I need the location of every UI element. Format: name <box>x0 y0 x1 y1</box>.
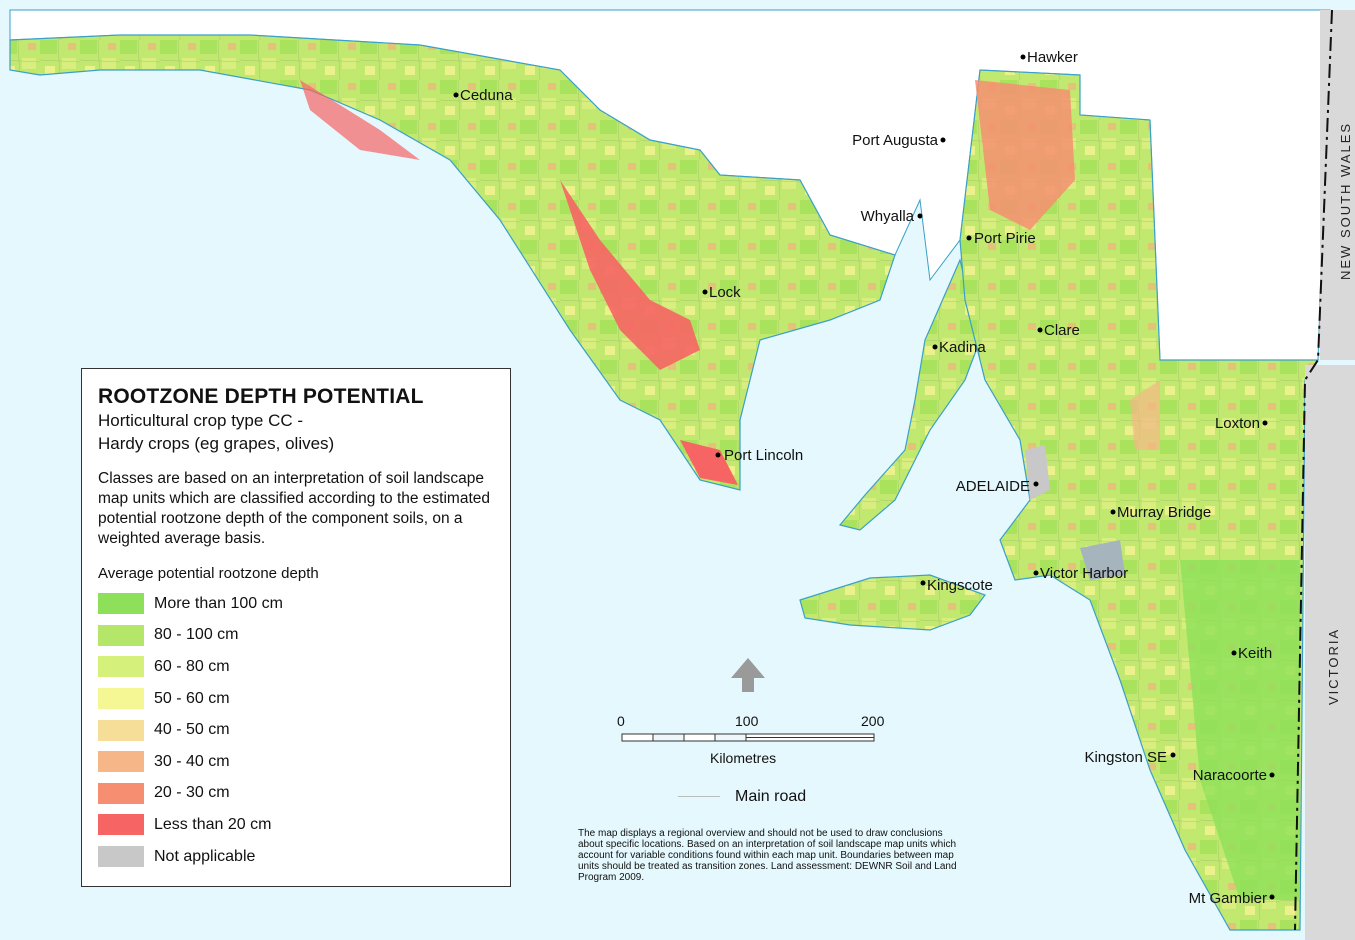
town-label: Port Augusta <box>852 132 939 149</box>
town-label: Murray Bridge <box>1117 504 1211 521</box>
scale-unit: Kilometres <box>710 750 777 766</box>
vic-label: VICTORIA <box>1326 628 1341 705</box>
town-label: Port Pirie <box>974 230 1036 247</box>
legend-subtitle-2: Hardy crops (eg grapes, olives) <box>98 434 335 453</box>
legend-class-label: 30 - 40 cm <box>154 752 230 770</box>
scale-bar <box>621 733 875 742</box>
town-label: Ceduna <box>460 87 513 104</box>
nsw-label: NEW SOUTH WALES <box>1338 122 1353 280</box>
legend-class-label: 60 - 80 cm <box>154 657 230 675</box>
town-label: Whyalla <box>861 208 915 225</box>
legend-class-label: More than 100 cm <box>154 594 283 612</box>
legend-panel: ROOTZONE DEPTH POTENTIAL Horticultural c… <box>81 368 511 887</box>
legend-swatch <box>98 814 144 836</box>
legend-class-label: 50 - 60 cm <box>154 689 230 707</box>
legend-class-label: Less than 20 cm <box>154 815 272 833</box>
town-label: Loxton <box>1215 415 1260 432</box>
legend-swatch <box>98 688 144 710</box>
scale-tick-0: 0 <box>617 713 625 729</box>
shallow-zone-coast <box>300 80 420 160</box>
adelaide-metro <box>1025 445 1050 500</box>
legend-heading: Average potential rootzone depth <box>98 565 319 582</box>
legend-class-row: 20 - 30 cm <box>98 778 494 810</box>
lake-alexandrina <box>1080 540 1125 580</box>
vic-strip <box>1305 365 1355 940</box>
legend-class-row: Not applicable <box>98 841 494 873</box>
legend-class-row: 50 - 60 cm <box>98 683 494 715</box>
town-label: Lock <box>709 284 741 301</box>
scale-tick-200: 200 <box>861 713 885 729</box>
legend-class-label: 80 - 100 cm <box>154 626 239 644</box>
legend-class-row: 40 - 50 cm <box>98 714 494 746</box>
legend-swatch <box>98 593 144 615</box>
town-label: Hawker <box>1027 49 1078 66</box>
shallow-zone-lincoln <box>680 440 738 485</box>
eyre-peninsula <box>9 34 896 491</box>
legend-swatch <box>98 751 144 773</box>
legend-swatch <box>98 846 144 868</box>
town-label: Naracoorte <box>1193 767 1267 784</box>
yorke-peninsula <box>838 258 981 531</box>
kangaroo-island <box>799 574 986 631</box>
legend-class-label: 20 - 30 cm <box>154 784 230 802</box>
legend-swatch <box>98 719 144 741</box>
legend-classes: More than 100 cm 80 - 100 cm 60 - 80 cm 50 … <box>98 588 494 872</box>
town-markers: Hawker Ceduna Port Augusta Whyalla Port … <box>453 49 1275 907</box>
town-label: Keith <box>1238 645 1272 662</box>
deep-zone-southeast <box>1180 560 1300 900</box>
town-label: Kingston SE <box>1084 749 1167 766</box>
north-arrow-icon <box>731 658 765 692</box>
town-label: Port Lincoln <box>724 447 803 464</box>
legend-subtitle-1: Horticultural crop type CC - <box>98 411 304 430</box>
town-label: ADELAIDE <box>956 478 1030 495</box>
legend-class-label: 40 - 50 cm <box>154 721 230 739</box>
town-label: Mt Gambier <box>1189 890 1267 907</box>
shallow-zone-mallee <box>1130 380 1160 450</box>
legend-swatch <box>98 782 144 804</box>
legend-title: ROOTZONE DEPTH POTENTIAL <box>98 385 424 408</box>
town-label: Kingscote <box>927 577 993 594</box>
legend-class-row: 80 - 100 cm <box>98 620 494 652</box>
legend-swatch <box>98 656 144 678</box>
town-label: Victor Harbor <box>1040 565 1128 582</box>
shallow-zone-west <box>560 180 700 370</box>
legend-class-row: 60 - 80 cm <box>98 651 494 683</box>
legend-class-row: 30 - 40 cm <box>98 746 494 778</box>
state-border <box>1294 9 1333 931</box>
road-legend-label: Main road <box>735 788 807 805</box>
legend-class-row: More than 100 cm <box>98 588 494 620</box>
scale-tick-100: 100 <box>735 713 759 729</box>
legend-class-label: Not applicable <box>154 847 256 865</box>
road-line <box>678 796 720 797</box>
legend-swatch <box>98 624 144 646</box>
legend-class-row: Less than 20 cm <box>98 809 494 841</box>
legend-description: Classes are based on an interpretation o… <box>98 470 491 547</box>
town-label: Clare <box>1044 322 1080 339</box>
disclaimer: The map displays a regional overview and… <box>578 828 957 883</box>
shallow-zone-flinders <box>975 80 1075 230</box>
town-label: Kadina <box>939 339 986 356</box>
